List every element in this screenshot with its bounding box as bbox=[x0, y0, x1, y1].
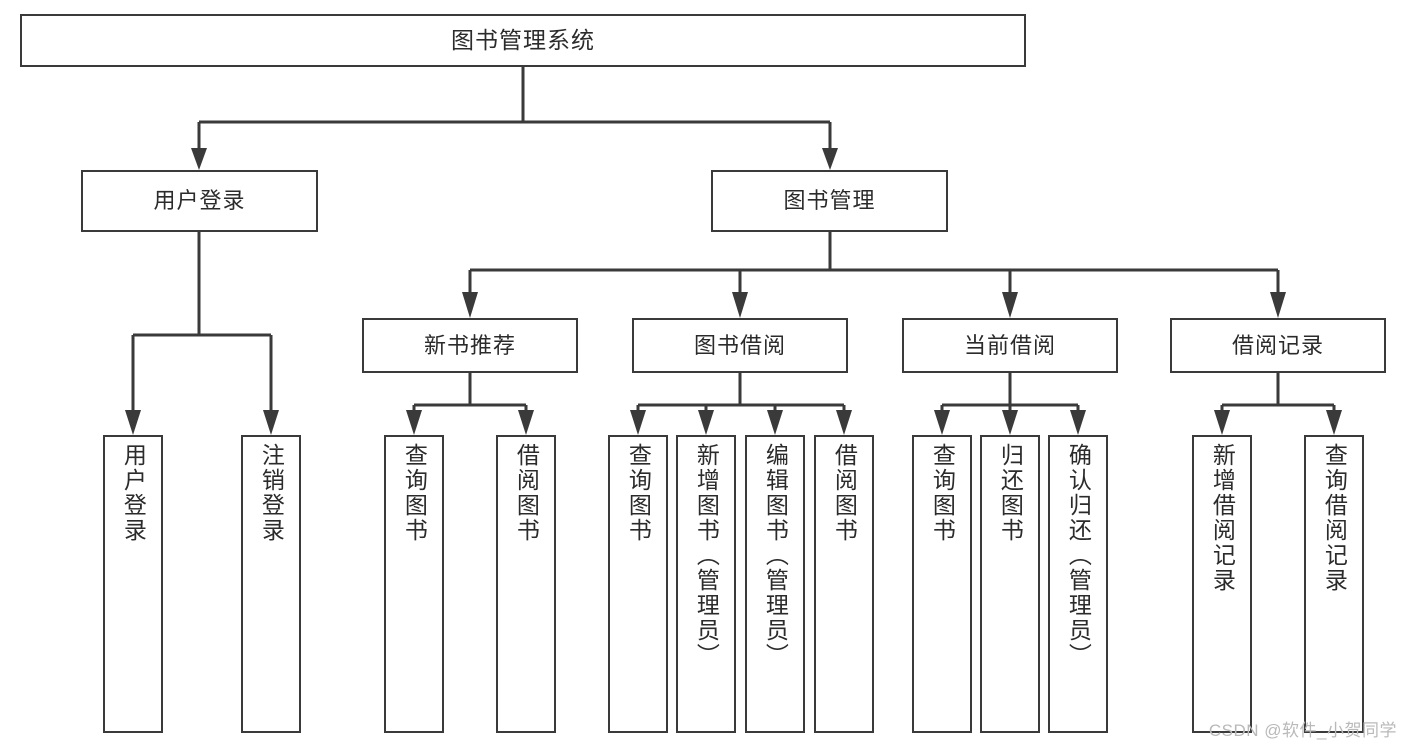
leaf-user-login[interactable]: 用户登录 bbox=[103, 435, 163, 733]
watermark-text: CSDN @软件_小贺同学 bbox=[1208, 721, 1397, 740]
node-label: 新书推荐 bbox=[423, 332, 516, 358]
node-label: 用户登录 bbox=[120, 443, 147, 543]
node-label: 图书借阅 bbox=[693, 332, 786, 358]
node-book-manage[interactable]: 图书管理 bbox=[711, 170, 948, 232]
leaf-query-record[interactable]: 查询借阅记录 bbox=[1304, 435, 1364, 733]
leaf-borrow-book-2[interactable]: 借阅图书 bbox=[814, 435, 874, 733]
node-borrow-record[interactable]: 借阅记录 bbox=[1170, 318, 1386, 373]
leaf-user-logout[interactable]: 注销登录 bbox=[241, 435, 301, 733]
node-label: 确认归还（管理员） bbox=[1065, 443, 1092, 668]
node-label: 查询图书 bbox=[929, 443, 956, 543]
leaf-confirm-return[interactable]: 确认归还（管理员） bbox=[1048, 435, 1108, 733]
node-label: 用户登录 bbox=[153, 188, 246, 214]
leaf-add-record[interactable]: 新增借阅记录 bbox=[1192, 435, 1252, 733]
node-label: 借阅图书 bbox=[513, 443, 540, 543]
node-label: 查询借阅记录 bbox=[1321, 443, 1348, 593]
node-label: 新增借阅记录 bbox=[1209, 443, 1236, 593]
node-label: 图书管理系统 bbox=[451, 27, 595, 54]
leaf-borrow-book-1[interactable]: 借阅图书 bbox=[496, 435, 556, 733]
node-new-book-recommend[interactable]: 新书推荐 bbox=[362, 318, 578, 373]
leaf-query-book-1[interactable]: 查询图书 bbox=[384, 435, 444, 733]
node-label: 图书管理 bbox=[783, 188, 876, 214]
leaf-edit-book[interactable]: 编辑图书（管理员） bbox=[745, 435, 805, 733]
leaf-query-book-2[interactable]: 查询图书 bbox=[608, 435, 668, 733]
node-label: 查询图书 bbox=[401, 443, 428, 543]
node-label: 查询图书 bbox=[625, 443, 652, 543]
node-label: 借阅记录 bbox=[1231, 332, 1324, 358]
leaf-add-book[interactable]: 新增图书（管理员） bbox=[676, 435, 736, 733]
node-root-system[interactable]: 图书管理系统 bbox=[20, 14, 1026, 67]
leaf-query-book-3[interactable]: 查询图书 bbox=[912, 435, 972, 733]
node-current-borrow[interactable]: 当前借阅 bbox=[902, 318, 1118, 373]
node-label: 归还图书 bbox=[997, 443, 1024, 543]
node-label: 当前借阅 bbox=[963, 332, 1056, 358]
node-user-login[interactable]: 用户登录 bbox=[81, 170, 318, 232]
node-label: 新增图书（管理员） bbox=[693, 443, 720, 668]
node-label: 注销登录 bbox=[258, 443, 285, 543]
node-label: 编辑图书（管理员） bbox=[762, 443, 789, 668]
leaf-return-book[interactable]: 归还图书 bbox=[980, 435, 1040, 733]
node-book-borrow[interactable]: 图书借阅 bbox=[632, 318, 848, 373]
node-label: 借阅图书 bbox=[831, 443, 858, 543]
